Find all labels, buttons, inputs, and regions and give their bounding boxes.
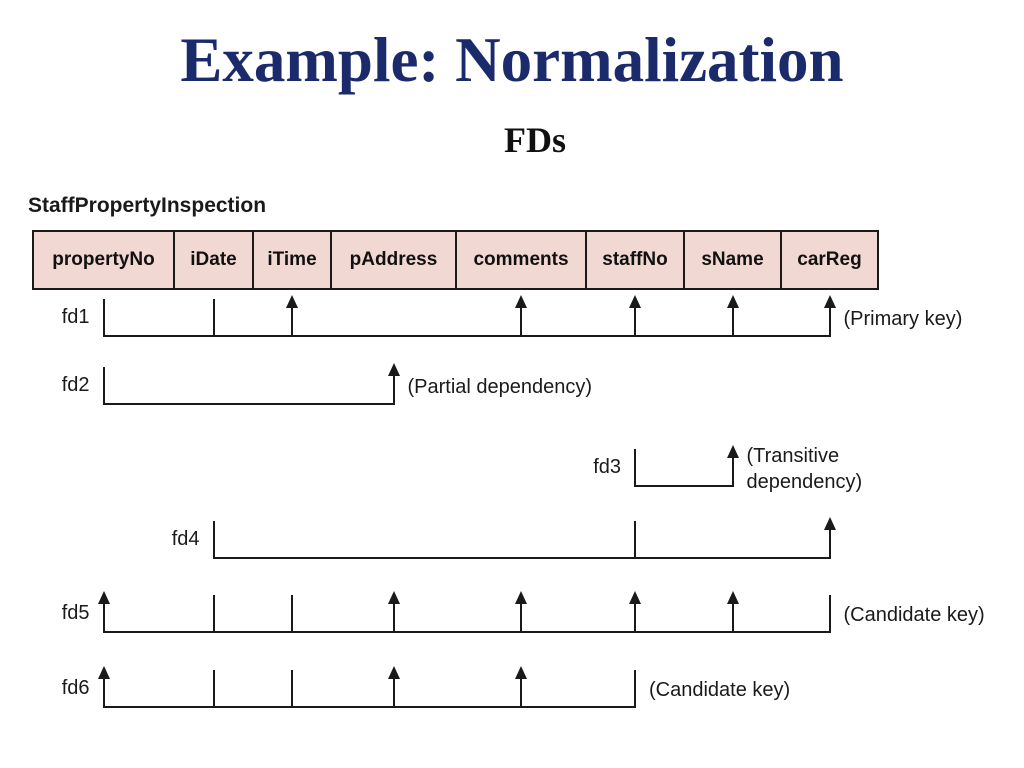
fd-dependent-arrow-comments: [520, 308, 522, 335]
fd-arrowhead-carReg: [823, 295, 836, 308]
fd-arrowhead-comments: [515, 666, 527, 679]
column-header-iTime: iTime: [252, 230, 332, 290]
relation-name: StaffPropertyInspection: [28, 194, 267, 217]
fd-arrowhead-pAddress: [387, 363, 400, 376]
fd-determinant-tick-iDate: [212, 670, 215, 706]
fd-dependent-arrow-sName: [731, 458, 734, 485]
fd-label: fd2: [61, 374, 90, 396]
fd-arrowhead-carReg: [823, 517, 836, 530]
fd-dependent-arrow-carReg: [828, 530, 831, 557]
fd-baseline: [102, 706, 636, 708]
fd-baseline: [102, 335, 831, 337]
column-header-propertyNo: propertyNo: [32, 230, 175, 290]
fd-determinant-tick-staffNo: [634, 521, 636, 557]
fd-dependent-arrow-carReg: [828, 308, 831, 335]
fd-determinant-tick-carReg: [828, 595, 831, 631]
fd-determinant-tick-iTime: [291, 670, 293, 706]
fd-annotation: (Primary key): [843, 308, 963, 330]
fd-arrowhead-staffNo: [629, 591, 641, 604]
fd-arrowhead-sName: [726, 295, 739, 308]
fd-dependent-arrow-staffNo: [634, 308, 636, 335]
fd-label: fd1: [61, 306, 90, 328]
column-header-carReg: carReg: [780, 230, 879, 290]
fd-arrowhead-sName: [726, 445, 739, 458]
fd-dependent-arrow-sName: [731, 604, 734, 631]
fd-baseline: [634, 485, 734, 487]
fd-baseline: [212, 557, 831, 559]
fd-arrowhead-pAddress: [387, 666, 400, 679]
fd-dependent-arrow-pAddress: [392, 679, 395, 706]
fd-arrowhead-pAddress: [387, 591, 400, 604]
fd-arrowhead-comments: [515, 591, 527, 604]
fd-annotation: (Partial dependency): [407, 376, 593, 398]
column-header-sName: sName: [683, 230, 782, 290]
fd-arrowhead-propertyNo: [97, 666, 110, 679]
fd-arrowhead-sName: [726, 591, 739, 604]
column-header-iDate: iDate: [173, 230, 254, 290]
fd-determinant-tick-staffNo: [634, 670, 636, 706]
fd-dependent-arrow-propertyNo: [102, 679, 105, 706]
fd-dependent-arrow-pAddress: [392, 604, 395, 631]
fd-arrowhead-propertyNo: [97, 591, 110, 604]
column-header-staffNo: staffNo: [585, 230, 685, 290]
fd-determinant-tick-propertyNo: [102, 367, 105, 403]
fd-arrowhead-iTime: [286, 295, 298, 308]
column-header-pAddress: pAddress: [330, 230, 457, 290]
fd-baseline: [102, 631, 831, 633]
fd-baseline: [102, 403, 395, 405]
fd-dependent-arrow-pAddress: [392, 376, 395, 403]
fd-dependent-arrow-staffNo: [634, 604, 636, 631]
fd-determinant-tick-iDate: [212, 521, 215, 557]
fd-determinant-tick-staffNo: [634, 449, 636, 485]
fd-determinant-tick-iTime: [291, 595, 293, 631]
fd-annotation: (Candidate key): [843, 604, 985, 626]
fd-arrowhead-comments: [515, 295, 527, 308]
fd-annotation: (Candidate key): [649, 679, 791, 701]
fd-label: fd3: [593, 456, 621, 478]
column-header-comments: comments: [455, 230, 587, 290]
fd-arrowhead-staffNo: [629, 295, 641, 308]
slide-title: Example: Normalization: [180, 25, 844, 95]
fd-determinant-tick-propertyNo: [102, 299, 105, 335]
fd-label: fd5: [61, 602, 90, 624]
fd-determinant-tick-iDate: [212, 595, 215, 631]
fd-dependent-arrow-sName: [731, 308, 734, 335]
fd-determinant-tick-iDate: [212, 299, 215, 335]
fd-annotation: (Transitive dependency): [746, 445, 863, 493]
fd-label: fd6: [61, 677, 90, 699]
slide-subtitle: FDs: [504, 120, 566, 160]
fd-dependent-arrow-comments: [520, 604, 522, 631]
fd-dependent-arrow-iTime: [291, 308, 293, 335]
fd-dependent-arrow-comments: [520, 679, 522, 706]
fd-dependent-arrow-propertyNo: [102, 604, 105, 631]
fd-label: fd4: [171, 528, 200, 550]
